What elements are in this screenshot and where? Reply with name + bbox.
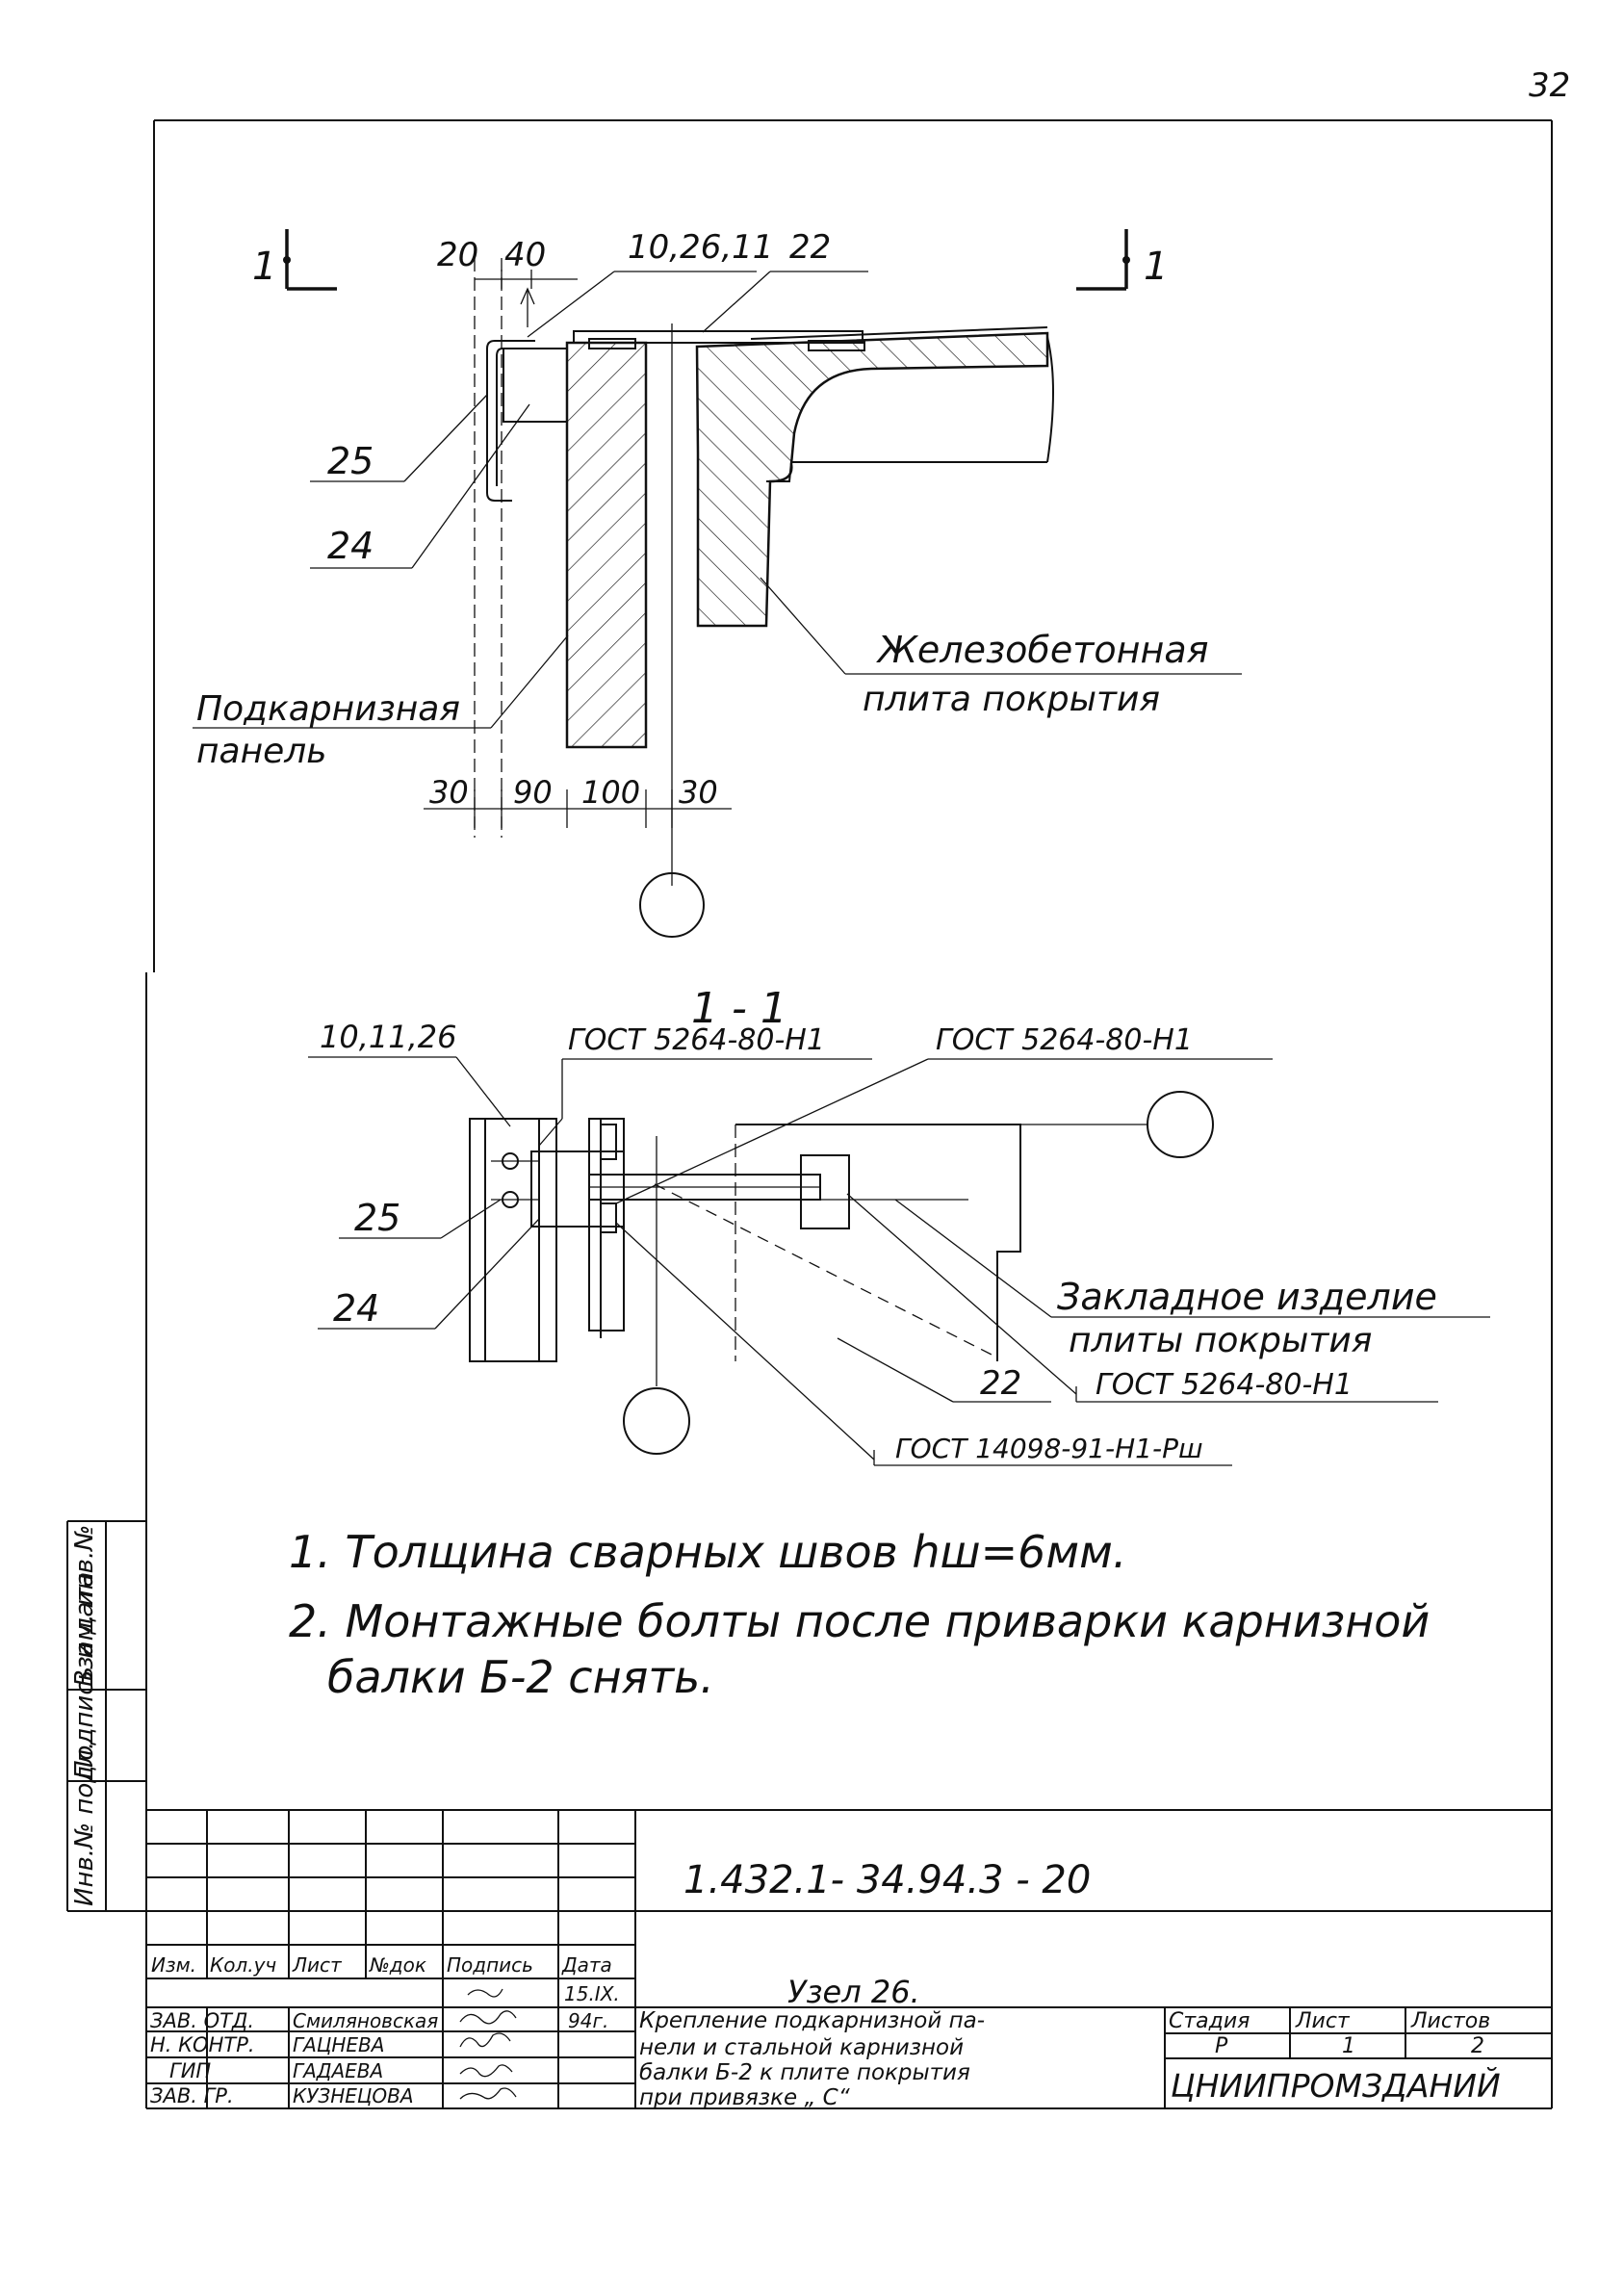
weld-label-3: ГОСТ 5264-80-Н1 <box>1096 1368 1353 1402</box>
page-number: 32 <box>1529 66 1570 105</box>
hdr-list: Лист <box>292 1953 343 1977</box>
section-callout-22: 22 <box>980 1364 1021 1403</box>
weld-label-1: ГОСТ 5264-80-Н1 <box>568 1023 825 1057</box>
dim-bottom-30a: 30 <box>429 774 469 811</box>
label-slab-1: Железобетонная <box>876 629 1208 671</box>
row-name-1: Смиляновская <box>293 2009 438 2032</box>
stage-hdr-listov: Листов <box>1410 2009 1490 2033</box>
stamp-signature-date: Подпись и дата <box>70 1572 99 1779</box>
row-role-2: Н. КОНТР. <box>150 2033 255 2056</box>
title-block: Изм. Кол.уч Лист №док Подпись Дата 15.IX… <box>145 1809 1553 2110</box>
callout-10-26-11: 10,26,11 <box>628 228 773 267</box>
note-1: 1. Толщина сварных швов hш=6мм. <box>289 1526 1126 1578</box>
label-slab-2: плита покрытия <box>863 680 1160 719</box>
stamp-replaces-inv: Взам. инв.№ <box>70 1525 99 1687</box>
drawing-title-4: балки Б-2 к плите покрытия <box>639 2060 970 2085</box>
row-name-2: ГАЦНЕВА <box>293 2033 384 2056</box>
row-role-3: ГИП <box>169 2059 211 2082</box>
notes: 1. Толщина сварных швов hш=6мм. 2. Монта… <box>289 1526 1430 1703</box>
row-role-1: ЗАВ. ОТД. <box>150 2009 254 2032</box>
hdr-podpis: Подпись <box>447 1953 533 1977</box>
stamp-inv-number: Инв.№ подл. <box>70 1742 99 1906</box>
note-2: 2. Монтажные болты после приварки карниз… <box>289 1595 1430 1647</box>
dim-top-40: 40 <box>504 236 546 274</box>
hdr-data: Дата <box>561 1953 612 1977</box>
side-stamp: Инв.№ подл. Подпись и дата Взам. инв.№ <box>66 1520 146 1912</box>
section-1-1-view: 1 - 1 10,11,26 ГОСТ 5264-80-Н1 ГОСТ 5264… <box>308 984 1490 1466</box>
signature-0 <box>467 1988 503 1998</box>
hdr-kolych: Кол.уч <box>210 1953 276 1977</box>
hdr-izm: Изм. <box>151 1953 196 1977</box>
section-mark-right: 1 <box>1076 229 1168 291</box>
callout-24: 24 <box>327 525 374 567</box>
date-day-month: 15.IX. <box>564 1982 620 2005</box>
callout-10-11-26: 10,11,26 <box>320 1019 457 1055</box>
row-role-4: ЗАВ. ГР. <box>150 2084 234 2107</box>
axis-bubble-section-lower <box>623 1387 690 1455</box>
section-mark-left-label: 1 <box>252 245 276 289</box>
section-mark-right-label: 1 <box>1144 245 1168 289</box>
dim-bottom-90: 90 <box>513 774 553 811</box>
signature-4 <box>459 2087 517 2100</box>
weld-label-2: ГОСТ 5264-80-Н1 <box>936 1023 1193 1057</box>
signature-2 <box>459 2032 511 2048</box>
weld-label-4: ГОСТ 14098-91-Н1-Рш <box>895 1433 1203 1464</box>
dim-bottom-30b: 30 <box>679 774 718 811</box>
date-year: 94г. <box>568 2009 608 2032</box>
hdr-ndok: №док <box>369 1953 426 1977</box>
dim-top-20: 20 <box>437 236 478 274</box>
drawing-title-2: Крепление подкарнизной па- <box>639 2008 985 2033</box>
label-panel-1: Подкарнизная <box>196 689 460 729</box>
row-name-3: ГАДАЕВА <box>293 2059 383 2082</box>
upper-node-view: 1 1 20 40 10,26,11 22 <box>193 228 1242 938</box>
row-name-4: КУЗНЕЦОВА <box>293 2084 414 2107</box>
stage-hdr-stadiya: Стадия <box>1169 2009 1250 2033</box>
signature-1 <box>459 2010 517 2025</box>
label-panel-2: панель <box>196 732 327 771</box>
drawing-title-5: при привязке „ С“ <box>639 2085 850 2110</box>
stage-val-listov: 2 <box>1471 2034 1484 2058</box>
callout-25: 25 <box>327 440 374 482</box>
callout-22: 22 <box>789 228 831 267</box>
stage-val-stadiya: Р <box>1215 2034 1228 2058</box>
axis-bubble-upper <box>639 872 705 938</box>
label-embed-1: Закладное изделие <box>1057 1276 1437 1318</box>
drawing-title-3: нели и стальной карнизной <box>639 2035 964 2060</box>
signature-3 <box>459 2064 513 2078</box>
dim-bottom-100: 100 <box>581 774 640 811</box>
section-title: 1 - 1 <box>691 984 787 1033</box>
label-embed-2: плиты покрытия <box>1069 1321 1372 1360</box>
sheet-frame <box>145 119 1553 1916</box>
note-3: балки Б-2 снять. <box>327 1651 714 1703</box>
axis-bubble-section-right <box>1147 1091 1214 1158</box>
section-callout-25: 25 <box>354 1197 400 1239</box>
drawing-title-1: Узел 26. <box>787 1974 920 2010</box>
document-code: 1.432.1- 34.94.3 - 20 <box>683 1858 1091 1902</box>
section-callout-24: 24 <box>333 1287 379 1330</box>
stage-hdr-list: Лист <box>1295 2009 1351 2033</box>
organization: ЦНИИПРОМЗДАНИЙ <box>1171 2066 1501 2105</box>
section-mark-left: 1 <box>252 229 337 291</box>
stage-val-list: 1 <box>1342 2034 1355 2058</box>
